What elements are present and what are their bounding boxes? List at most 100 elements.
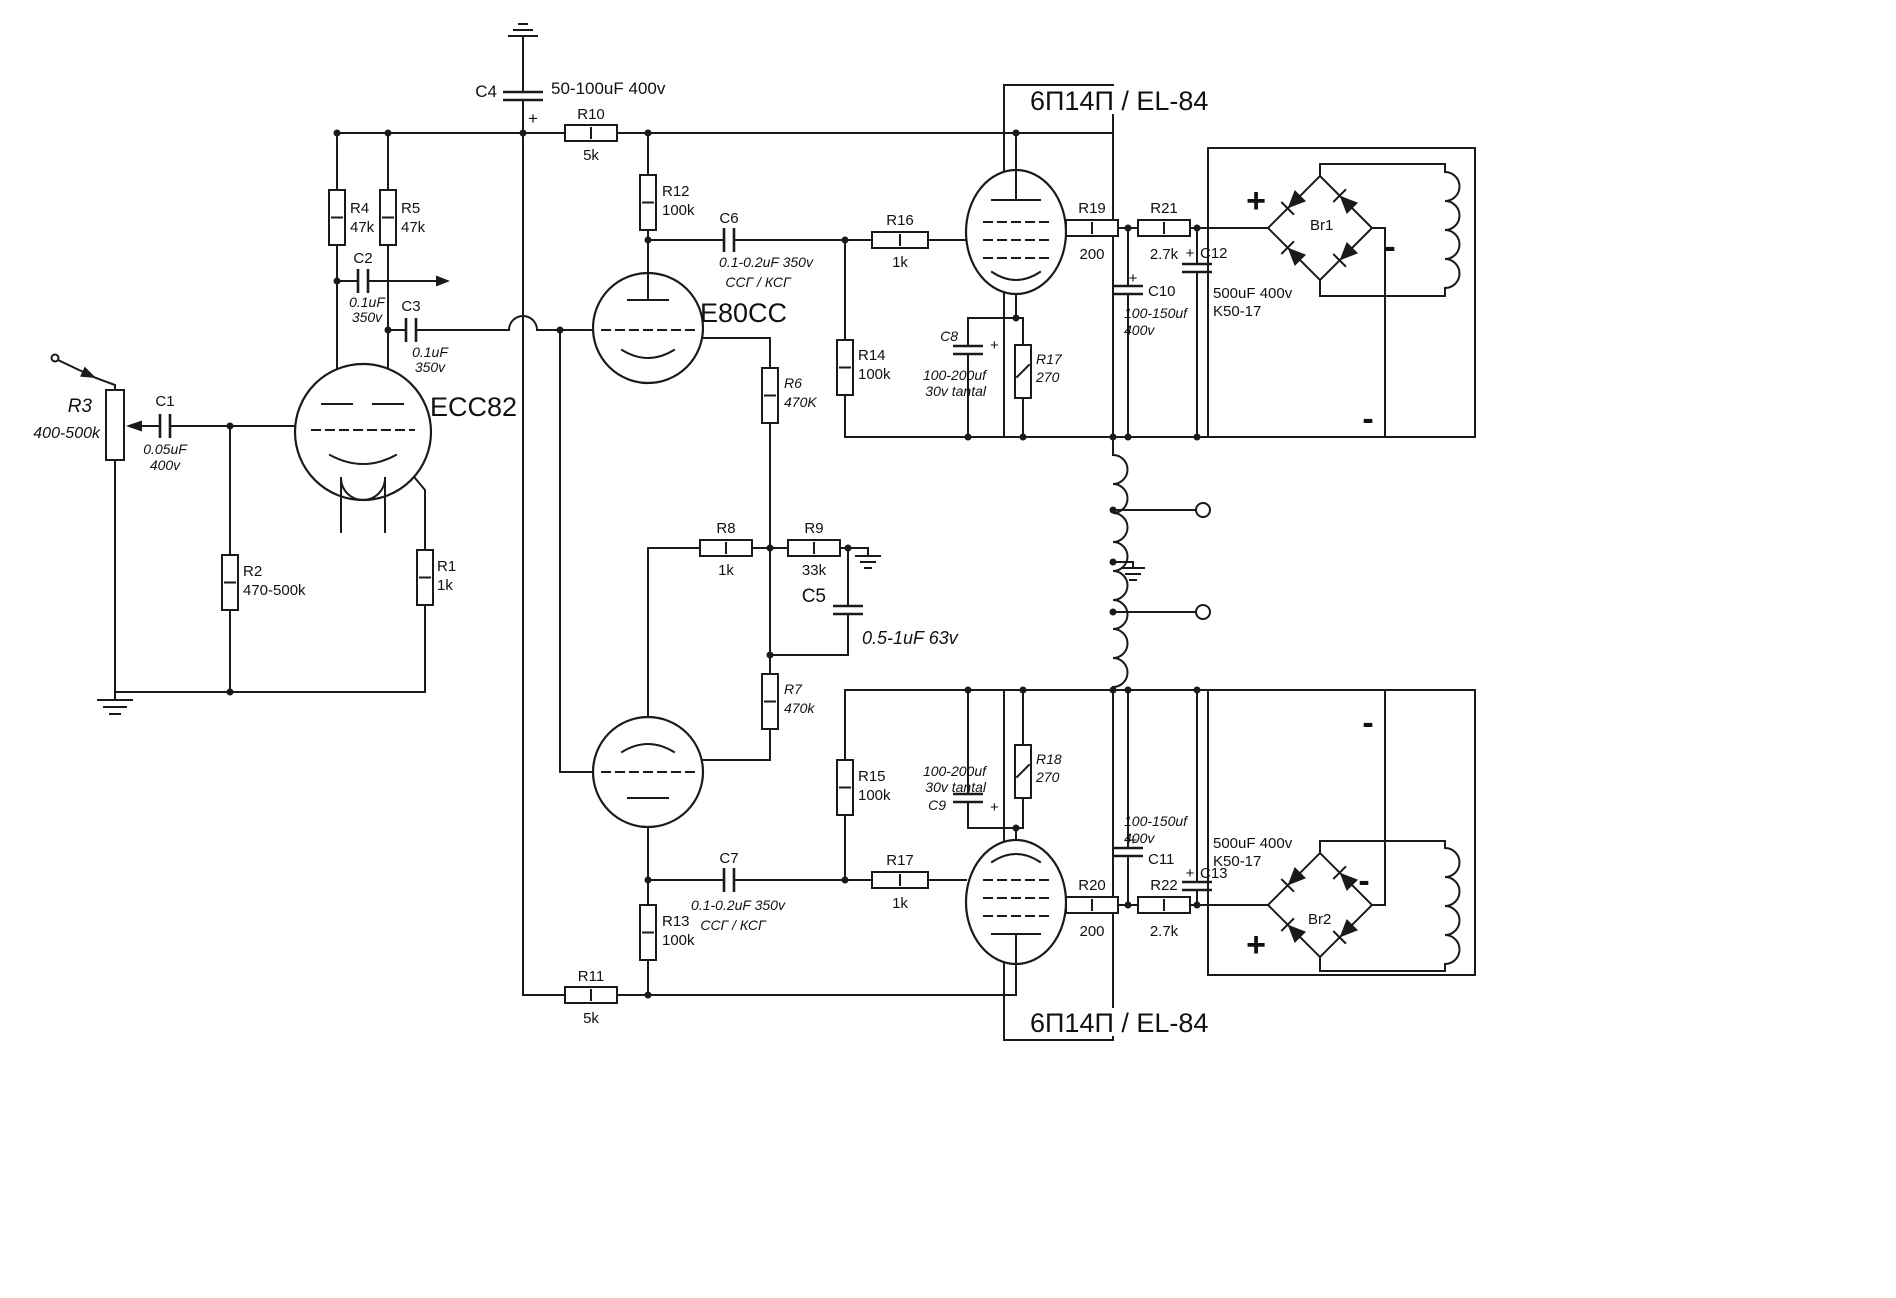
tube-el84-bottom — [964, 838, 1068, 966]
capacitor-c10: + C10 100-150uf 400v — [1113, 270, 1189, 338]
r7-value: 470k — [784, 700, 815, 716]
c9-type: 30v tantal — [925, 779, 987, 795]
br2-label: Br2 — [1308, 911, 1331, 928]
resistor-r21: R21 2.7k — [1137, 200, 1191, 263]
c6-value: 0.1-0.2uF 350v — [719, 254, 814, 270]
output-terminal-1 — [1195, 502, 1211, 518]
c4-value: 50-100uF 400v — [551, 79, 666, 98]
r1-ref: R1 — [437, 558, 456, 575]
c10-plus: + — [1129, 270, 1138, 287]
capacitor-c3: C3 0.1uF 350v — [401, 298, 449, 375]
c1-voltage: 400v — [150, 457, 181, 473]
input-terminal — [50, 353, 96, 378]
r16-ref: R16 — [886, 212, 914, 229]
c2-ref: C2 — [353, 250, 372, 267]
r2-value: 470-500k — [243, 582, 306, 599]
c8-type: 30v tantal — [925, 383, 987, 399]
r1-value: 1k — [437, 577, 453, 594]
br1-plus: + — [1246, 182, 1266, 220]
resistor-r5: R5 47k — [379, 189, 426, 246]
ground-feedback-icon — [855, 555, 881, 569]
capacitor-c5: C5 0.5-1uF 63v — [802, 586, 959, 648]
c3-ref: C3 — [401, 298, 420, 315]
r18-value: 270 — [1035, 769, 1060, 785]
resistor-r2: R2 470-500k — [221, 554, 306, 611]
resistor-r4: R4 47k — [328, 189, 375, 246]
resistor-r8: R8 1k — [699, 520, 753, 579]
br1-label: Br1 — [1310, 217, 1333, 234]
ecc82-label: ECC82 — [430, 392, 517, 422]
capacitor-c7: C7 0.1-0.2uF 350v ССГ / КСГ — [691, 850, 786, 933]
c9-value: 100-200uf — [923, 763, 988, 779]
c6-type: ССГ / КСГ — [725, 274, 792, 290]
ground-top-icon — [508, 23, 538, 37]
r15-value: 100k — [858, 787, 891, 804]
r14-value: 100k — [858, 366, 891, 383]
resistor-r11: R11 5k — [564, 968, 618, 1027]
br2-minus: - — [1358, 862, 1369, 900]
c13-value: 500uF 400v — [1213, 835, 1293, 852]
e80cc-label: E80CC — [700, 298, 787, 328]
tube-ecc82: ECC82 — [293, 362, 517, 533]
tube-e80cc-upper: E80CC — [591, 271, 787, 385]
c12-value: 500uF 400v — [1213, 285, 1293, 302]
r20-value: 200 — [1079, 923, 1104, 940]
c11-voltage: 400v — [1124, 830, 1155, 846]
r13-ref: R13 — [662, 913, 690, 930]
winding-ch2 — [1443, 846, 1461, 966]
c13-plus: + — [1186, 865, 1195, 882]
r11-ref: R11 — [578, 968, 604, 985]
ch1-minus-rail: - — [1362, 400, 1373, 438]
ground-output-icon — [1121, 567, 1145, 581]
r22-value: 2.7k — [1150, 923, 1179, 940]
resistor-r20: R20 200 — [1065, 877, 1119, 940]
ground-left-icon — [97, 699, 133, 715]
r2-ref: R2 — [243, 563, 262, 580]
c10-ref: C10 — [1148, 283, 1176, 300]
r17-grid-ref: R17 — [886, 852, 914, 869]
capacitor-c12: + C12 500uF 400v K50-17 — [1182, 245, 1293, 320]
c12-plus: + — [1186, 245, 1195, 262]
tube-e80cc-lower — [591, 715, 705, 829]
r8-ref: R8 — [716, 520, 735, 537]
r20-ref: R20 — [1078, 877, 1106, 894]
r10-ref: R10 — [577, 106, 605, 123]
potentiometer-r3: R3 400-500k — [33, 389, 153, 461]
el84-label-top: 6П14П / EL-84 — [1022, 86, 1222, 116]
c1-ref: C1 — [155, 393, 174, 410]
resistor-r12: R12 100k — [639, 174, 695, 231]
c8-plus: + — [990, 337, 999, 354]
c10-value: 100-150uf — [1124, 305, 1189, 321]
resistor-r17-grid: R17 1k — [871, 852, 929, 912]
r5-value: 47k — [401, 219, 426, 236]
c12-ref: C12 — [1200, 245, 1228, 262]
r17-cathode-value: 270 — [1035, 369, 1060, 385]
capacitor-c6: C6 0.1-0.2uF 350v ССГ / КСГ — [719, 210, 814, 290]
capacitor-c9: 100-200uf 30v tantal C9 + — [923, 763, 999, 816]
r16-value: 1k — [892, 254, 908, 271]
r11-value: 5k — [583, 1010, 599, 1027]
resistor-r17-cathode: R17 270 — [1014, 344, 1063, 399]
resistor-r13: R13 100k — [639, 904, 695, 961]
resistor-r9: R9 33k — [787, 520, 841, 579]
r21-value: 2.7k — [1150, 246, 1179, 263]
c4-ref: C4 — [475, 82, 497, 101]
c2-voltage: 350v — [352, 309, 383, 325]
bridge-br1: Br1 + - — [1246, 174, 1396, 282]
junction-dots — [226, 129, 1201, 999]
svg-text:6П14П / EL-84: 6П14П / EL-84 — [1030, 86, 1208, 116]
resistor-r10: R10 5k — [564, 106, 618, 164]
c7-value: 0.1-0.2uF 350v — [691, 897, 786, 913]
r13-value: 100k — [662, 932, 695, 949]
ch2-minus-rail: - — [1362, 704, 1373, 742]
capacitor-c2: C2 0.1uF 350v — [349, 250, 450, 325]
c5-value: 0.5-1uF 63v — [862, 628, 959, 648]
r9-ref: R9 — [804, 520, 823, 537]
bridge-br2: Br2 + - — [1246, 851, 1374, 964]
r19-value: 200 — [1079, 246, 1104, 263]
r4-ref: R4 — [350, 200, 369, 217]
c7-ref: C7 — [719, 850, 738, 867]
capacitor-c1: C1 0.05uF 400v — [143, 393, 188, 473]
